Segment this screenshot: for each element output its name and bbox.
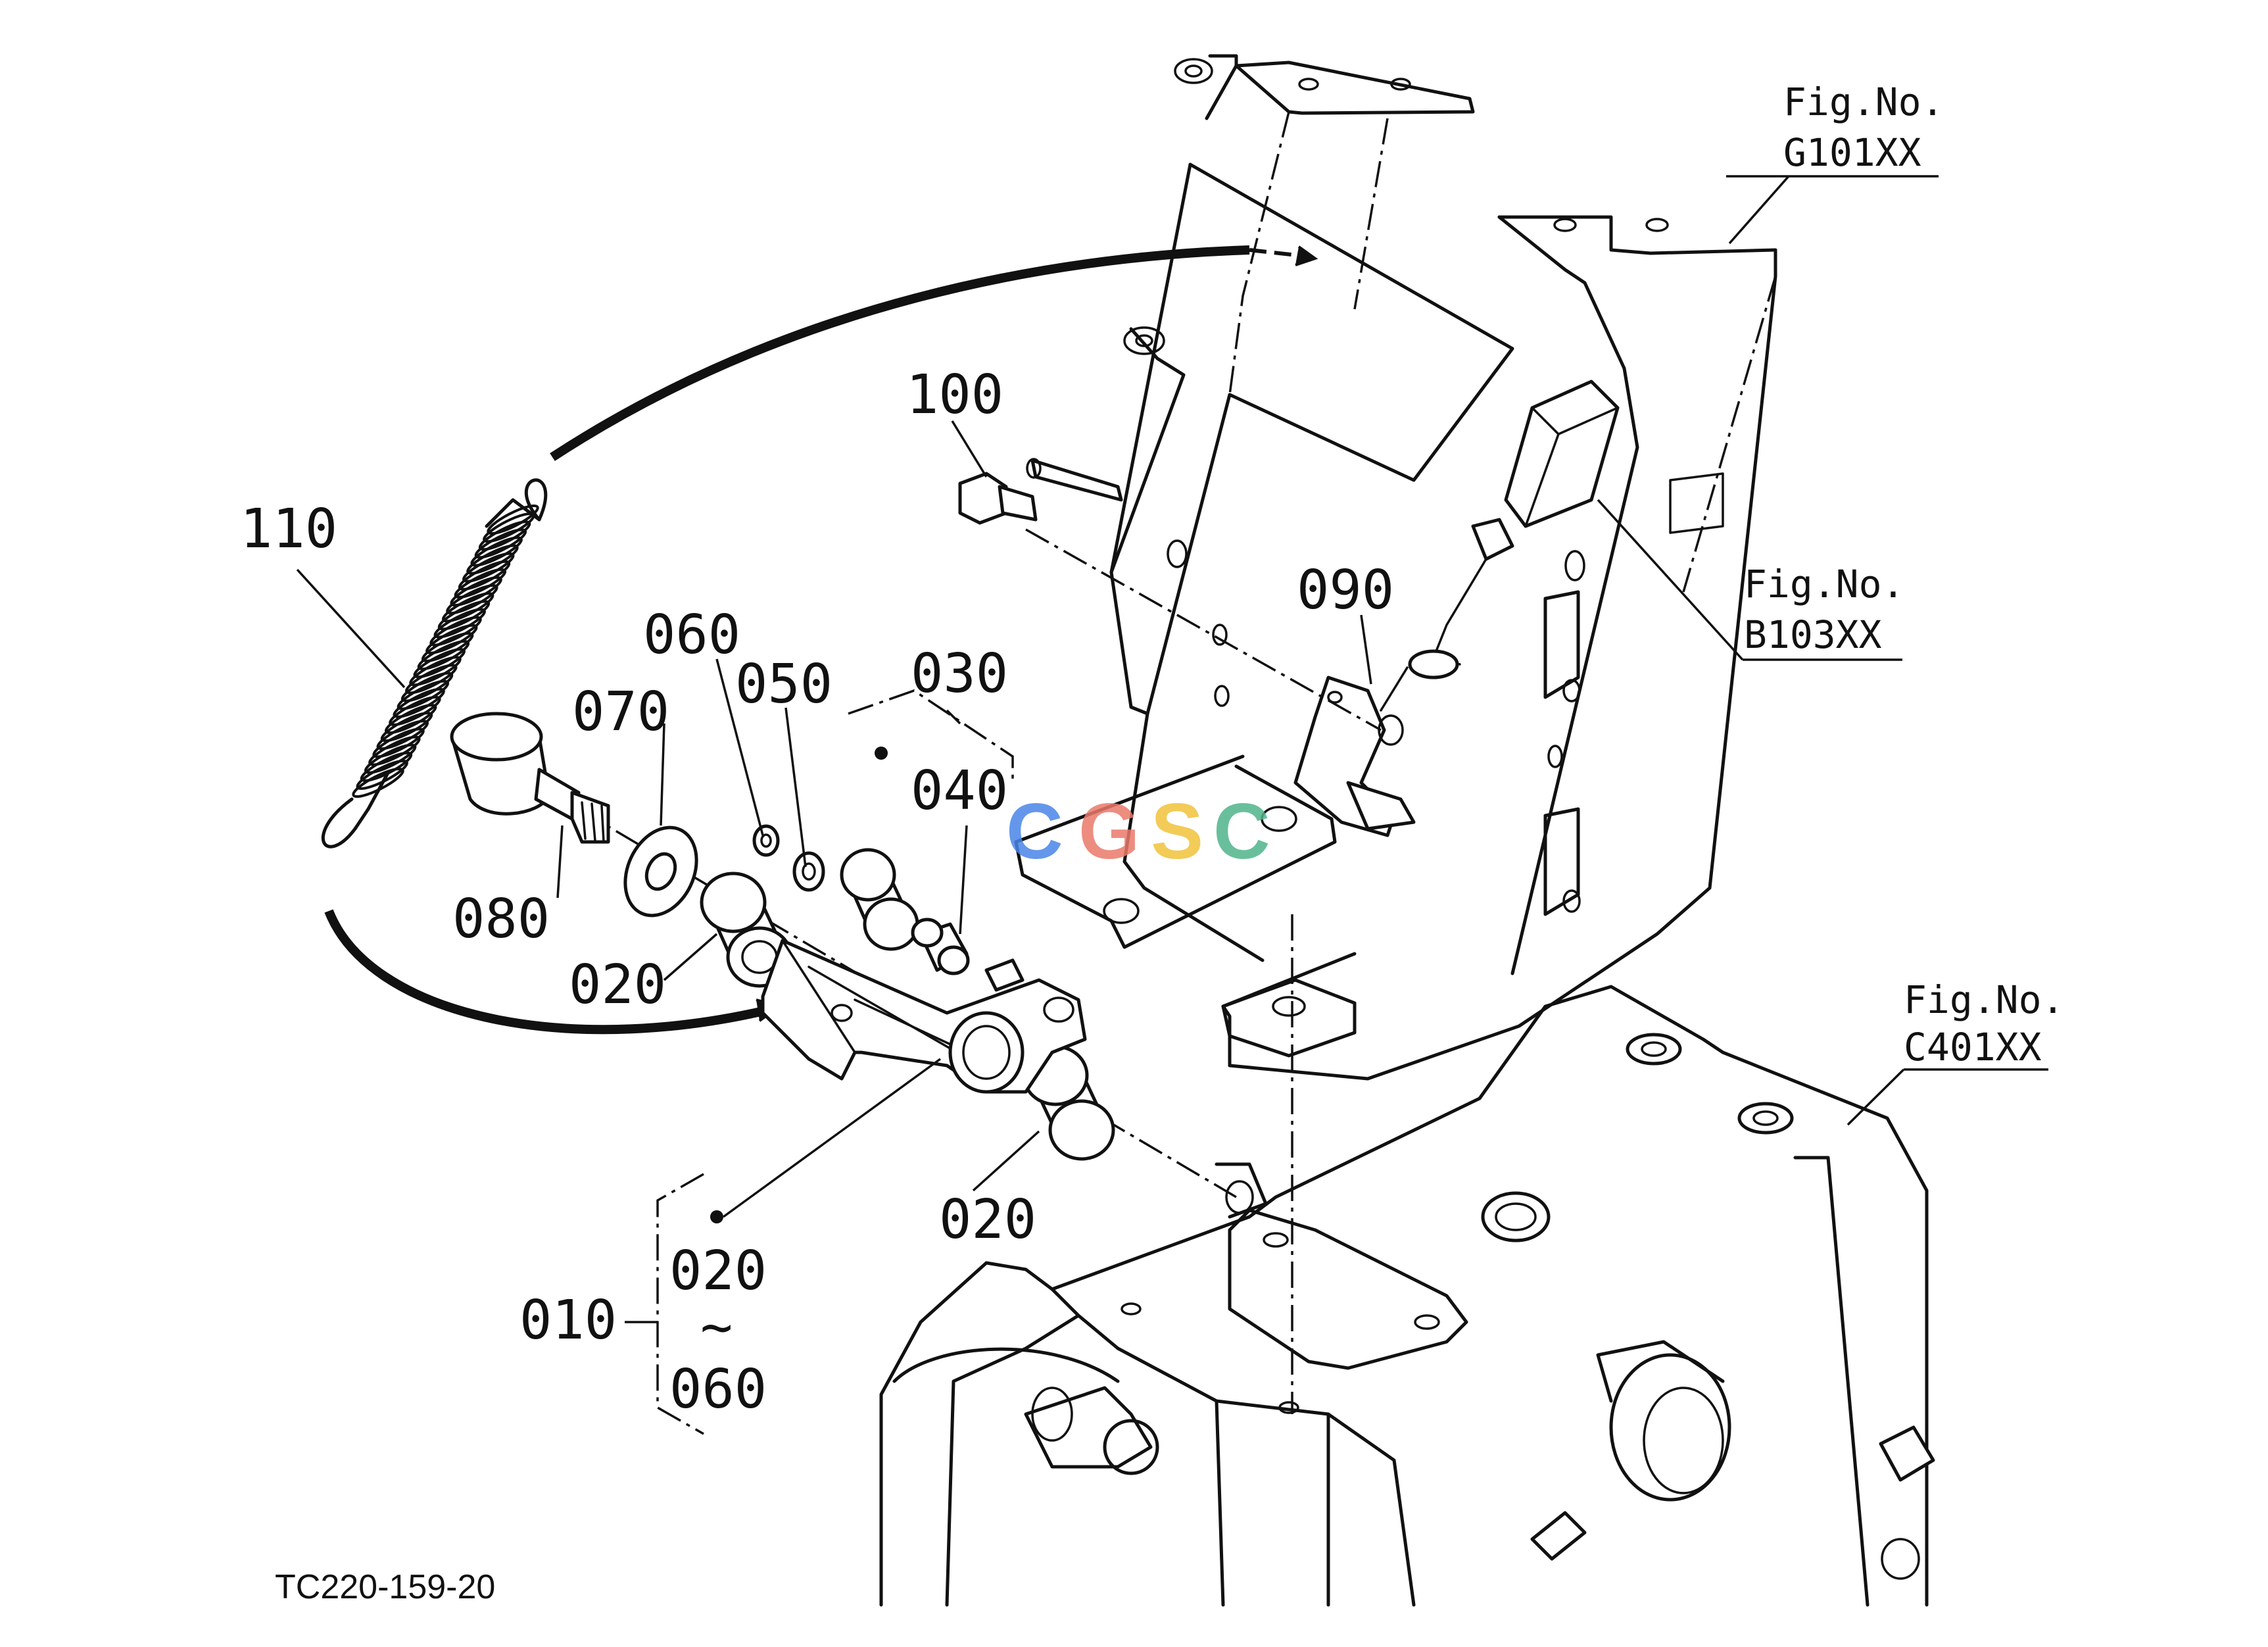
switch-bracket-icon bbox=[1293, 676, 1416, 837]
watermark-letter-c1: C bbox=[1006, 787, 1063, 875]
shoulder-bolt-icon bbox=[450, 712, 610, 844]
callout-030: 030 bbox=[911, 643, 1008, 705]
fig-ref-c401-prefix: Fig.No. bbox=[1904, 977, 2064, 1022]
pivot-arm-icon bbox=[761, 939, 1087, 1094]
fig-ref-g101-prefix: Fig.No. bbox=[1783, 80, 1944, 124]
callout-010: 010 bbox=[519, 1289, 617, 1352]
watermark-letter-c2: C bbox=[1213, 787, 1270, 875]
watermark: C G S C bbox=[1006, 787, 1270, 875]
callout-060: 060 bbox=[643, 604, 740, 666]
fig-ref-b103-code: B103XX bbox=[1744, 612, 1882, 657]
collar-icon bbox=[840, 848, 919, 951]
fig-ref-c401-code: C401XX bbox=[1904, 1025, 2042, 1069]
bolt-icon bbox=[958, 458, 1123, 525]
lower-route-arrow bbox=[324, 909, 771, 1035]
fig-ref-b103-prefix: Fig.No. bbox=[1744, 562, 1904, 606]
callout-050: 050 bbox=[735, 653, 832, 716]
callout-leaders bbox=[296, 175, 2048, 1435]
group-range-to: 060 bbox=[669, 1358, 767, 1421]
spring-coil bbox=[487, 504, 539, 535]
watermark-letter-g: G bbox=[1078, 787, 1140, 875]
washer-icon bbox=[623, 825, 698, 918]
callout-070: 070 bbox=[572, 681, 669, 743]
nut-icon bbox=[752, 824, 780, 857]
transmission-case-icon bbox=[879, 985, 1935, 1607]
callout-020-lower: 020 bbox=[939, 1189, 1036, 1251]
callout-020-upper: 020 bbox=[569, 954, 666, 1016]
callout-090: 090 bbox=[1297, 559, 1394, 622]
bracket-icon bbox=[1014, 54, 1777, 1081]
diagram-code: TC220-159-20 bbox=[275, 1568, 495, 1606]
group-range-symbol: ~ bbox=[700, 1296, 733, 1358]
callout-080: 080 bbox=[452, 888, 550, 950]
small-washer-icon bbox=[792, 851, 825, 892]
callout-100: 100 bbox=[906, 364, 1003, 426]
fig-ref-g101-code: G101XX bbox=[1783, 130, 1921, 175]
spring-route-arrow bbox=[550, 245, 1250, 461]
bushing-lower-icon bbox=[1022, 1045, 1115, 1161]
callout-040: 040 bbox=[911, 760, 1008, 822]
group-range-from: 020 bbox=[669, 1240, 767, 1302]
spring-icon bbox=[321, 478, 548, 848]
callout-110: 110 bbox=[240, 498, 337, 560]
watermark-letter-s: S bbox=[1151, 787, 1203, 875]
switch-icon bbox=[1380, 380, 1620, 712]
pin-icon bbox=[911, 918, 1025, 992]
